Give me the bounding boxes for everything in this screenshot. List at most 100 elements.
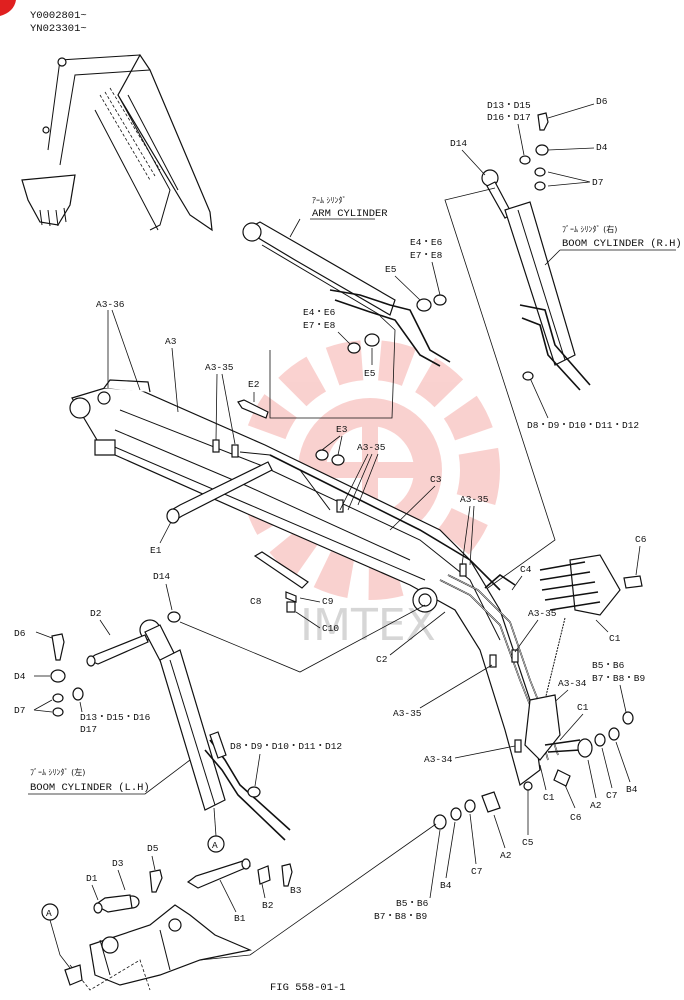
label-b5-b6-right: B5・B6: [592, 660, 625, 671]
label-c7-bottom: C7: [471, 866, 482, 877]
bolt-d6-top: [537, 112, 549, 131]
label-d4-top: D4: [596, 142, 608, 153]
label-b7-b9-bottom: B7・B8・B9: [374, 911, 428, 922]
boom-foot-bracket: [64, 904, 253, 991]
label-c7-right: C7: [606, 790, 617, 801]
label-a2-right: A2: [590, 800, 602, 811]
nut-d7-left-2: [52, 707, 64, 717]
label-a3-35-left: A3-35: [393, 708, 422, 719]
bushing-a2-right: [577, 738, 593, 758]
label-c2: C2: [376, 654, 388, 665]
boom-lh-jp-label: ﾌﾞｰﾑ ｼﾘﾝﾀﾞ (左): [30, 767, 85, 777]
label-circle-a-1: A: [212, 840, 218, 851]
washer-b5-right: [622, 711, 634, 725]
label-d7-top: D7: [592, 177, 603, 188]
serial-range-1: Y0002801~: [30, 10, 87, 22]
label-d4-left: D4: [14, 671, 26, 682]
label-d13-d15: D13・D15: [487, 100, 531, 111]
label-c6-bottom: C6: [570, 812, 582, 823]
label-e5-top: E5: [385, 264, 397, 275]
label-e4-e6-top: E4・E6: [410, 237, 443, 248]
block-c1-mid: [524, 694, 561, 761]
label-d14-top: D14: [450, 138, 467, 149]
bushing-a2-bottom: [481, 791, 501, 813]
bolt-b3: [281, 863, 293, 887]
label-d8-d12-left: D8・D9・D10・D11・D12: [230, 741, 342, 752]
pin-d1: [93, 894, 133, 913]
label-d3: D3: [112, 858, 124, 869]
label-b4-right: B4: [626, 784, 638, 795]
label-circle-a-2: A: [46, 908, 52, 919]
label-e3: E3: [336, 424, 348, 435]
boom-cylinder-rh: [444, 169, 591, 591]
label-e4-e6-mid: E4・E6: [303, 307, 336, 318]
label-b5-b6-bottom: B5・B6: [396, 898, 429, 909]
boom-rh-jp-label: ﾌﾞｰﾑ ｼﾘﾝﾀﾞ (右): [562, 224, 617, 234]
bolt-d6-left: [51, 633, 65, 661]
washer-b4-bottom: [450, 807, 462, 821]
label-e1: E1: [150, 545, 162, 556]
dashed-leader: [544, 617, 566, 701]
nut-d7-left-1: [52, 693, 64, 703]
spacer-d4-top: [535, 144, 549, 156]
washer-c7-bottom: [464, 799, 476, 813]
washer-e4-mid: [347, 342, 361, 354]
fitting-c5: [523, 781, 533, 791]
boom-lh-label: BOOM CYLINDER (L.H): [30, 782, 150, 794]
washer-d8-top: [522, 371, 534, 381]
label-d2: D2: [90, 608, 102, 619]
label-c1-bottom: C1: [543, 792, 555, 803]
label-c4: C4: [520, 564, 532, 575]
label-a3-35-top: A3-35: [205, 362, 234, 373]
label-d6-top: D6: [596, 96, 608, 107]
label-d17: D17: [80, 724, 97, 735]
label-c1-top: C1: [609, 633, 621, 644]
label-b3: B3: [290, 885, 302, 896]
fitting-c6-top: [623, 575, 643, 589]
label-a3: A3: [165, 336, 177, 347]
washer-e4-top: [433, 294, 447, 306]
label-e5-bottom: E5: [364, 368, 376, 379]
washer-d14-left: [167, 611, 181, 623]
label-b4-bottom: B4: [440, 880, 452, 891]
boom-rh-label: BOOM CYLINDER (R.H): [562, 238, 682, 250]
washer-d8-left: [247, 786, 261, 798]
serial-range-2: YN023301~: [30, 23, 87, 35]
label-b2: B2: [262, 900, 274, 911]
excavator-thumbnail: [21, 53, 213, 232]
block-c1-top: [539, 554, 621, 616]
corner-mark-icon: [0, 0, 16, 16]
nut-e3-1: [315, 449, 329, 461]
label-e7-e8-top: E7・E8: [410, 250, 443, 261]
label-a2-bottom: A2: [500, 850, 512, 861]
arm-cylinder-label: ARM CYLINDER: [312, 208, 388, 220]
label-c9: C9: [322, 596, 334, 607]
label-c3: C3: [430, 474, 442, 485]
part-c8: [253, 551, 309, 589]
pin-b1: [186, 859, 251, 889]
label-d14-left: D14: [153, 571, 170, 582]
washer-d13-left: [72, 687, 84, 701]
nut-e3-2: [331, 454, 345, 466]
pin-d2: [86, 634, 149, 665]
arm-cylinder: [242, 221, 451, 419]
fitting-e5-top: [416, 298, 432, 312]
label-e2: E2: [248, 379, 260, 390]
label-d5: D5: [147, 843, 159, 854]
label-d8-d12-top: D8・D9・D10・D11・D12: [527, 420, 639, 431]
label-c6-top: C6: [635, 534, 647, 545]
label-c8: C8: [250, 596, 262, 607]
nut-d7-top-2: [534, 181, 546, 191]
label-a3-34-top: A3-34: [558, 678, 587, 689]
bolt-d5: [149, 869, 163, 893]
label-e7-e8-mid: E7・E8: [303, 320, 336, 331]
washer-c7-right: [594, 733, 606, 747]
label-a3-35-right: A3-35: [460, 494, 489, 505]
watermark-text: IMTEX: [300, 600, 436, 651]
label-d1: D1: [86, 873, 98, 884]
label-a3-36: A3-36: [96, 299, 125, 310]
label-a3-34-bottom: A3-34: [424, 754, 453, 765]
figure-label: FIG 558-01-1: [270, 982, 346, 994]
label-d7-left: D7: [14, 705, 25, 716]
label-d6-left: D6: [14, 628, 26, 639]
